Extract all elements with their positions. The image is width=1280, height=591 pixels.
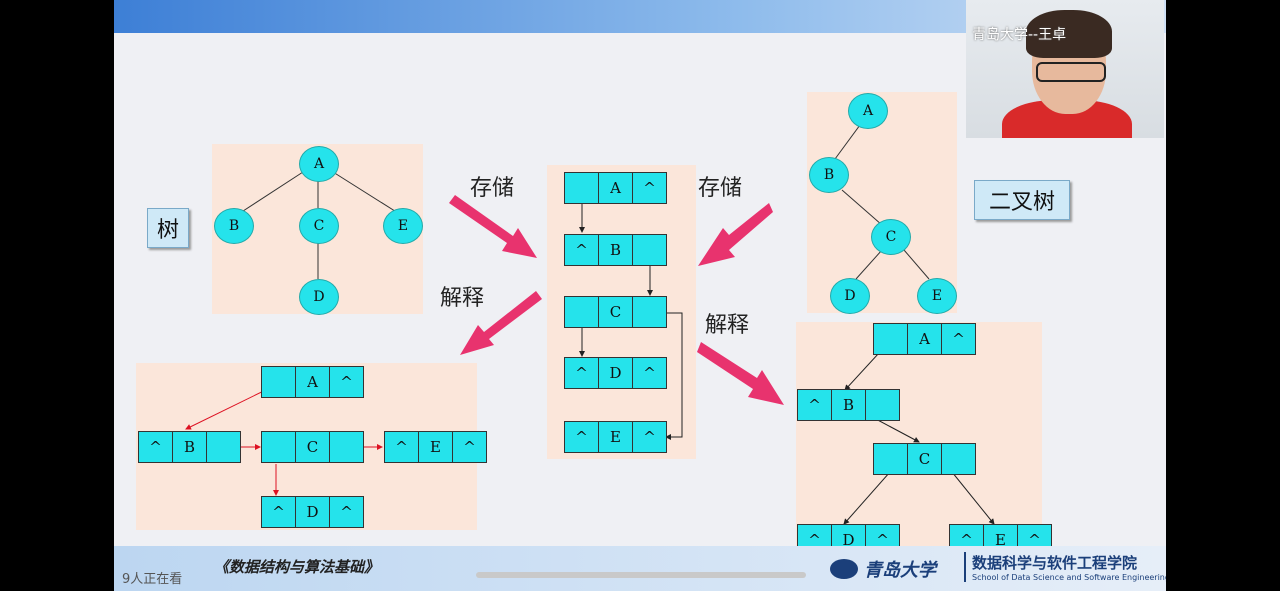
data-cell: E (984, 525, 1018, 555)
tree-list-node: ^ D ^ (261, 496, 364, 528)
interpret-label-right: 解释 (705, 313, 750, 338)
sibling-pointer-cell (207, 432, 240, 462)
binary-tree-node: E (917, 278, 957, 314)
binary-tree-node: D (830, 278, 870, 314)
binary-tree-node: C (871, 219, 911, 255)
tree-node: E (383, 208, 423, 244)
left-pointer-cell (874, 324, 908, 354)
sibling-pointer-cell: ^ (340, 503, 353, 521)
sibling-pointer-cell: ^ (643, 428, 656, 446)
child-pointer-cell (262, 367, 296, 397)
video-progress-bar[interactable] (476, 572, 806, 578)
sibling-pointer-cell (633, 297, 666, 327)
presenter-webcam: 青岛大学--王卓 (966, 0, 1164, 138)
binary-list-node: ^ B (797, 389, 900, 421)
tree-list-node: C (261, 431, 364, 463)
store-arrow-right (698, 203, 773, 266)
sibling-pointer-cell: ^ (463, 438, 476, 456)
school-name-cn: 数据科学与软件工程学院 (972, 554, 1138, 572)
data-cell: B (832, 390, 866, 420)
binary-tree-label: 二叉树 (974, 180, 1070, 220)
storage-node: C (564, 296, 667, 328)
sibling-pointer-cell: ^ (643, 179, 656, 197)
child-pointer-cell: ^ (565, 235, 599, 265)
child-pointer-cell (565, 173, 599, 203)
binary-linked-panel (796, 322, 1042, 546)
sibling-pointer-cell: ^ (643, 364, 656, 382)
data-cell: D (832, 525, 866, 555)
data-cell: D (296, 497, 330, 527)
tree-node: A (299, 146, 339, 182)
binary-tree-node: A (848, 93, 888, 129)
tree-label: 树 (147, 208, 189, 248)
data-cell: A (599, 173, 633, 203)
school-name: 数据科学与软件工程学院 School of Data Science and S… (964, 552, 1166, 582)
data-cell: B (599, 235, 633, 265)
left-pointer-cell: ^ (798, 390, 832, 420)
tree-node: C (299, 208, 339, 244)
data-cell: C (599, 297, 633, 327)
child-pointer-cell: ^ (139, 432, 173, 462)
store-label-left: 存储 (470, 176, 515, 201)
child-pointer-cell: ^ (385, 432, 419, 462)
right-pointer-cell: ^ (876, 531, 889, 549)
tree-list-node: A ^ (261, 366, 364, 398)
right-pointer-cell: ^ (952, 330, 965, 348)
tree-node: D (299, 279, 339, 315)
storage-node: A ^ (564, 172, 667, 204)
store-arrow-left (449, 195, 537, 258)
storage-node: ^ B (564, 234, 667, 266)
sibling-pointer-cell (633, 235, 666, 265)
data-cell: A (296, 367, 330, 397)
child-pointer-cell (565, 297, 599, 327)
child-pointer-cell (262, 432, 296, 462)
storage-node: ^ E ^ (564, 421, 667, 453)
interpret-arrow-right (697, 342, 784, 405)
camera-watermark: 青岛大学--王卓 (972, 27, 1067, 43)
university-logo: 青岛大学 (830, 552, 960, 586)
data-cell: E (419, 432, 453, 462)
tree-list-node: ^ B (138, 431, 241, 463)
child-pointer-cell: ^ (565, 422, 599, 452)
binary-tree-node: B (809, 157, 849, 193)
course-title: 《数据结构与算法基础》 (214, 558, 380, 576)
connector-layer (185, 124, 995, 525)
interpret-arrow-left (460, 291, 542, 355)
left-pointer-cell: ^ (950, 525, 984, 555)
viewer-count: 9人正在看 (122, 572, 183, 587)
storage-node: ^ D ^ (564, 357, 667, 389)
data-cell: C (908, 444, 942, 474)
university-emblem-icon (830, 559, 858, 579)
binary-tree-panel (807, 92, 957, 313)
right-pointer-cell (866, 390, 899, 420)
sibling-pointer-cell (330, 432, 363, 462)
child-pointer-cell: ^ (565, 358, 599, 388)
tree-node: B (214, 208, 254, 244)
store-label-right: 存储 (698, 176, 743, 201)
tree-list-node: ^ E ^ (384, 431, 487, 463)
left-pointer-cell (874, 444, 908, 474)
left-pointer-cell: ^ (798, 525, 832, 555)
child-pointer-cell: ^ (262, 497, 296, 527)
binary-list-node: A ^ (873, 323, 976, 355)
data-cell: E (599, 422, 633, 452)
sibling-pointer-cell: ^ (340, 373, 353, 391)
data-cell: C (296, 432, 330, 462)
slide-bottom-bar (114, 546, 1166, 591)
data-cell: B (173, 432, 207, 462)
right-pointer-cell (942, 444, 975, 474)
right-pointer-cell: ^ (1028, 531, 1041, 549)
data-cell: A (908, 324, 942, 354)
binary-list-node: C (873, 443, 976, 475)
interpret-label-left: 解释 (440, 286, 485, 311)
school-name-en: School of Data Science and Software Engi… (972, 573, 1166, 582)
data-cell: D (599, 358, 633, 388)
